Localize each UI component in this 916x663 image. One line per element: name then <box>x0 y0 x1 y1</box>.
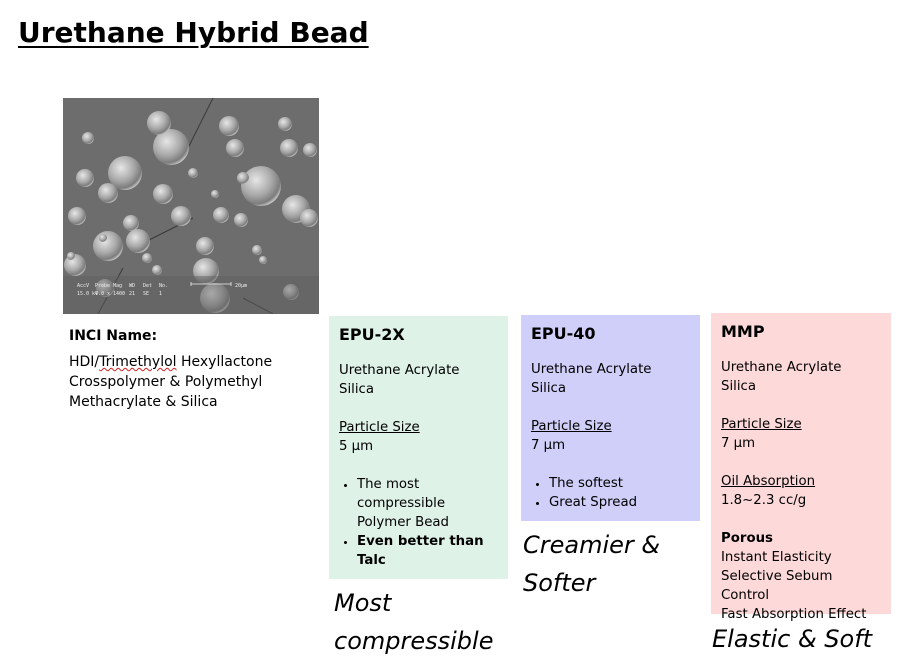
inci-value: HDI/Trimethylol Hexyllactone Crosspolyme… <box>69 352 319 412</box>
bead-particle <box>153 129 189 165</box>
bead-particle <box>67 252 75 260</box>
bead-particle <box>237 172 249 184</box>
bead-particle <box>200 283 230 313</box>
bead-particle <box>278 117 292 131</box>
product-card-mmp: MMP Urethane Acrylate Silica Particle Si… <box>711 313 891 622</box>
composition-line: Urethane Acrylate <box>531 362 652 377</box>
inci-text-part: HDI/ <box>69 354 100 370</box>
bead-particle <box>147 111 171 135</box>
inci-text-part: Hexyllactone Crosspolymer & Polymethyl M… <box>69 354 273 410</box>
page-title: Urethane Hybrid Bead <box>18 16 369 49</box>
bead-particle <box>234 213 248 227</box>
sem-label: 1 <box>159 291 162 297</box>
bead-particle <box>76 169 94 187</box>
inci-label: INCI Name: <box>69 328 158 344</box>
bead-particle <box>171 206 191 226</box>
bead-particle <box>123 215 139 231</box>
particle-size-label: Particle Size <box>531 419 612 434</box>
particle-size-label: Particle Size <box>339 420 420 435</box>
composition-line: Urethane Acrylate <box>721 360 842 375</box>
feature-line: Instant Elasticity <box>721 550 832 565</box>
bead-particle <box>252 245 262 255</box>
inci-block: INCI Name: HDI/Trimethylol Hexyllactone … <box>69 326 319 412</box>
sem-scale-label: 20µm <box>235 283 247 289</box>
sem-label: 15.0 kV <box>77 291 98 297</box>
particle-size-value: 7 µm <box>721 436 756 451</box>
bead-particle <box>300 209 318 227</box>
composition-line: Urethane Acrylate <box>339 363 460 378</box>
tagline-epu-2x: Most compressible <box>334 589 494 655</box>
bead-particle <box>96 279 114 297</box>
particle-size-value: 5 µm <box>339 439 374 454</box>
bead-particle <box>196 237 214 255</box>
inci-text-part: Trimethylol <box>99 354 177 370</box>
bead-particle <box>280 139 298 157</box>
bead-particle <box>211 190 219 198</box>
tagline-mmp: Elastic & Soft <box>712 625 873 653</box>
sem-label: x 1400 <box>107 291 125 297</box>
sem-label: AccV <box>77 283 89 289</box>
particle-size-value: 7 µm <box>531 438 566 453</box>
feature-list: The softest Great Spread <box>531 474 690 512</box>
bead-particle <box>303 143 317 157</box>
feature-item: Even better than Talc <box>357 532 498 570</box>
bead-particle <box>93 231 123 261</box>
bead-particle <box>142 253 152 263</box>
bead-particle <box>126 229 150 253</box>
sem-label: 21 <box>129 291 135 297</box>
sem-label: No. <box>159 283 168 289</box>
sem-label: WD <box>129 283 135 289</box>
bead-particle <box>259 256 267 264</box>
bead-particle <box>213 207 229 223</box>
bead-particle <box>152 265 162 275</box>
tagline-epu-40: Creamier & Softer <box>523 531 661 597</box>
bead-particle <box>226 139 244 157</box>
particle-size-label: Particle Size <box>721 417 802 432</box>
sem-label: Probe <box>95 283 110 289</box>
product-name: EPU-40 <box>531 324 596 343</box>
porous-label: Porous <box>721 531 773 546</box>
sem-label: Mag <box>113 283 122 289</box>
feature-item: The softest <box>549 474 690 493</box>
bead-particle <box>188 168 198 178</box>
sem-label: SE <box>143 291 149 297</box>
bead-particle <box>82 132 94 144</box>
composition-line: Silica <box>531 381 566 396</box>
feature-line: Fast Absorption Effect <box>721 607 867 622</box>
composition-line: Silica <box>721 379 756 394</box>
sem-micrograph-image: AccV Probe Mag WD Det No. 15.0 kV 4.0 x … <box>63 98 319 314</box>
bead-particle <box>193 258 219 284</box>
composition-line: Silica <box>339 382 374 397</box>
bead-particle <box>283 284 299 300</box>
bead-particle <box>99 234 107 242</box>
product-card-epu-40: EPU-40 Urethane Acrylate Silica Particle… <box>521 315 700 521</box>
sem-scale-bar <box>190 282 232 286</box>
sem-label: 4.0 <box>95 291 104 297</box>
sem-label: Det <box>143 283 152 289</box>
bead-particle <box>98 183 118 203</box>
product-card-epu-2x: EPU-2X Urethane Acrylate Silica Particle… <box>329 316 508 579</box>
bead-particle <box>241 166 281 206</box>
product-name: MMP <box>721 322 765 341</box>
feature-line: Selective Sebum Control <box>721 569 833 603</box>
feature-item: Great Spread <box>549 493 690 512</box>
feature-item: The most compressible Polymer Bead <box>357 475 498 532</box>
feature-list: The most compressible Polymer Bead Even … <box>339 475 498 570</box>
oil-absorption-value: 1.8~2.3 cc/g <box>721 493 807 508</box>
product-name: EPU-2X <box>339 325 405 344</box>
bead-particle <box>108 156 142 190</box>
oil-absorption-label: Oil Absorption <box>721 474 816 489</box>
bead-particle <box>219 116 239 136</box>
bead-particle <box>153 184 173 204</box>
bead-particle <box>68 207 86 225</box>
